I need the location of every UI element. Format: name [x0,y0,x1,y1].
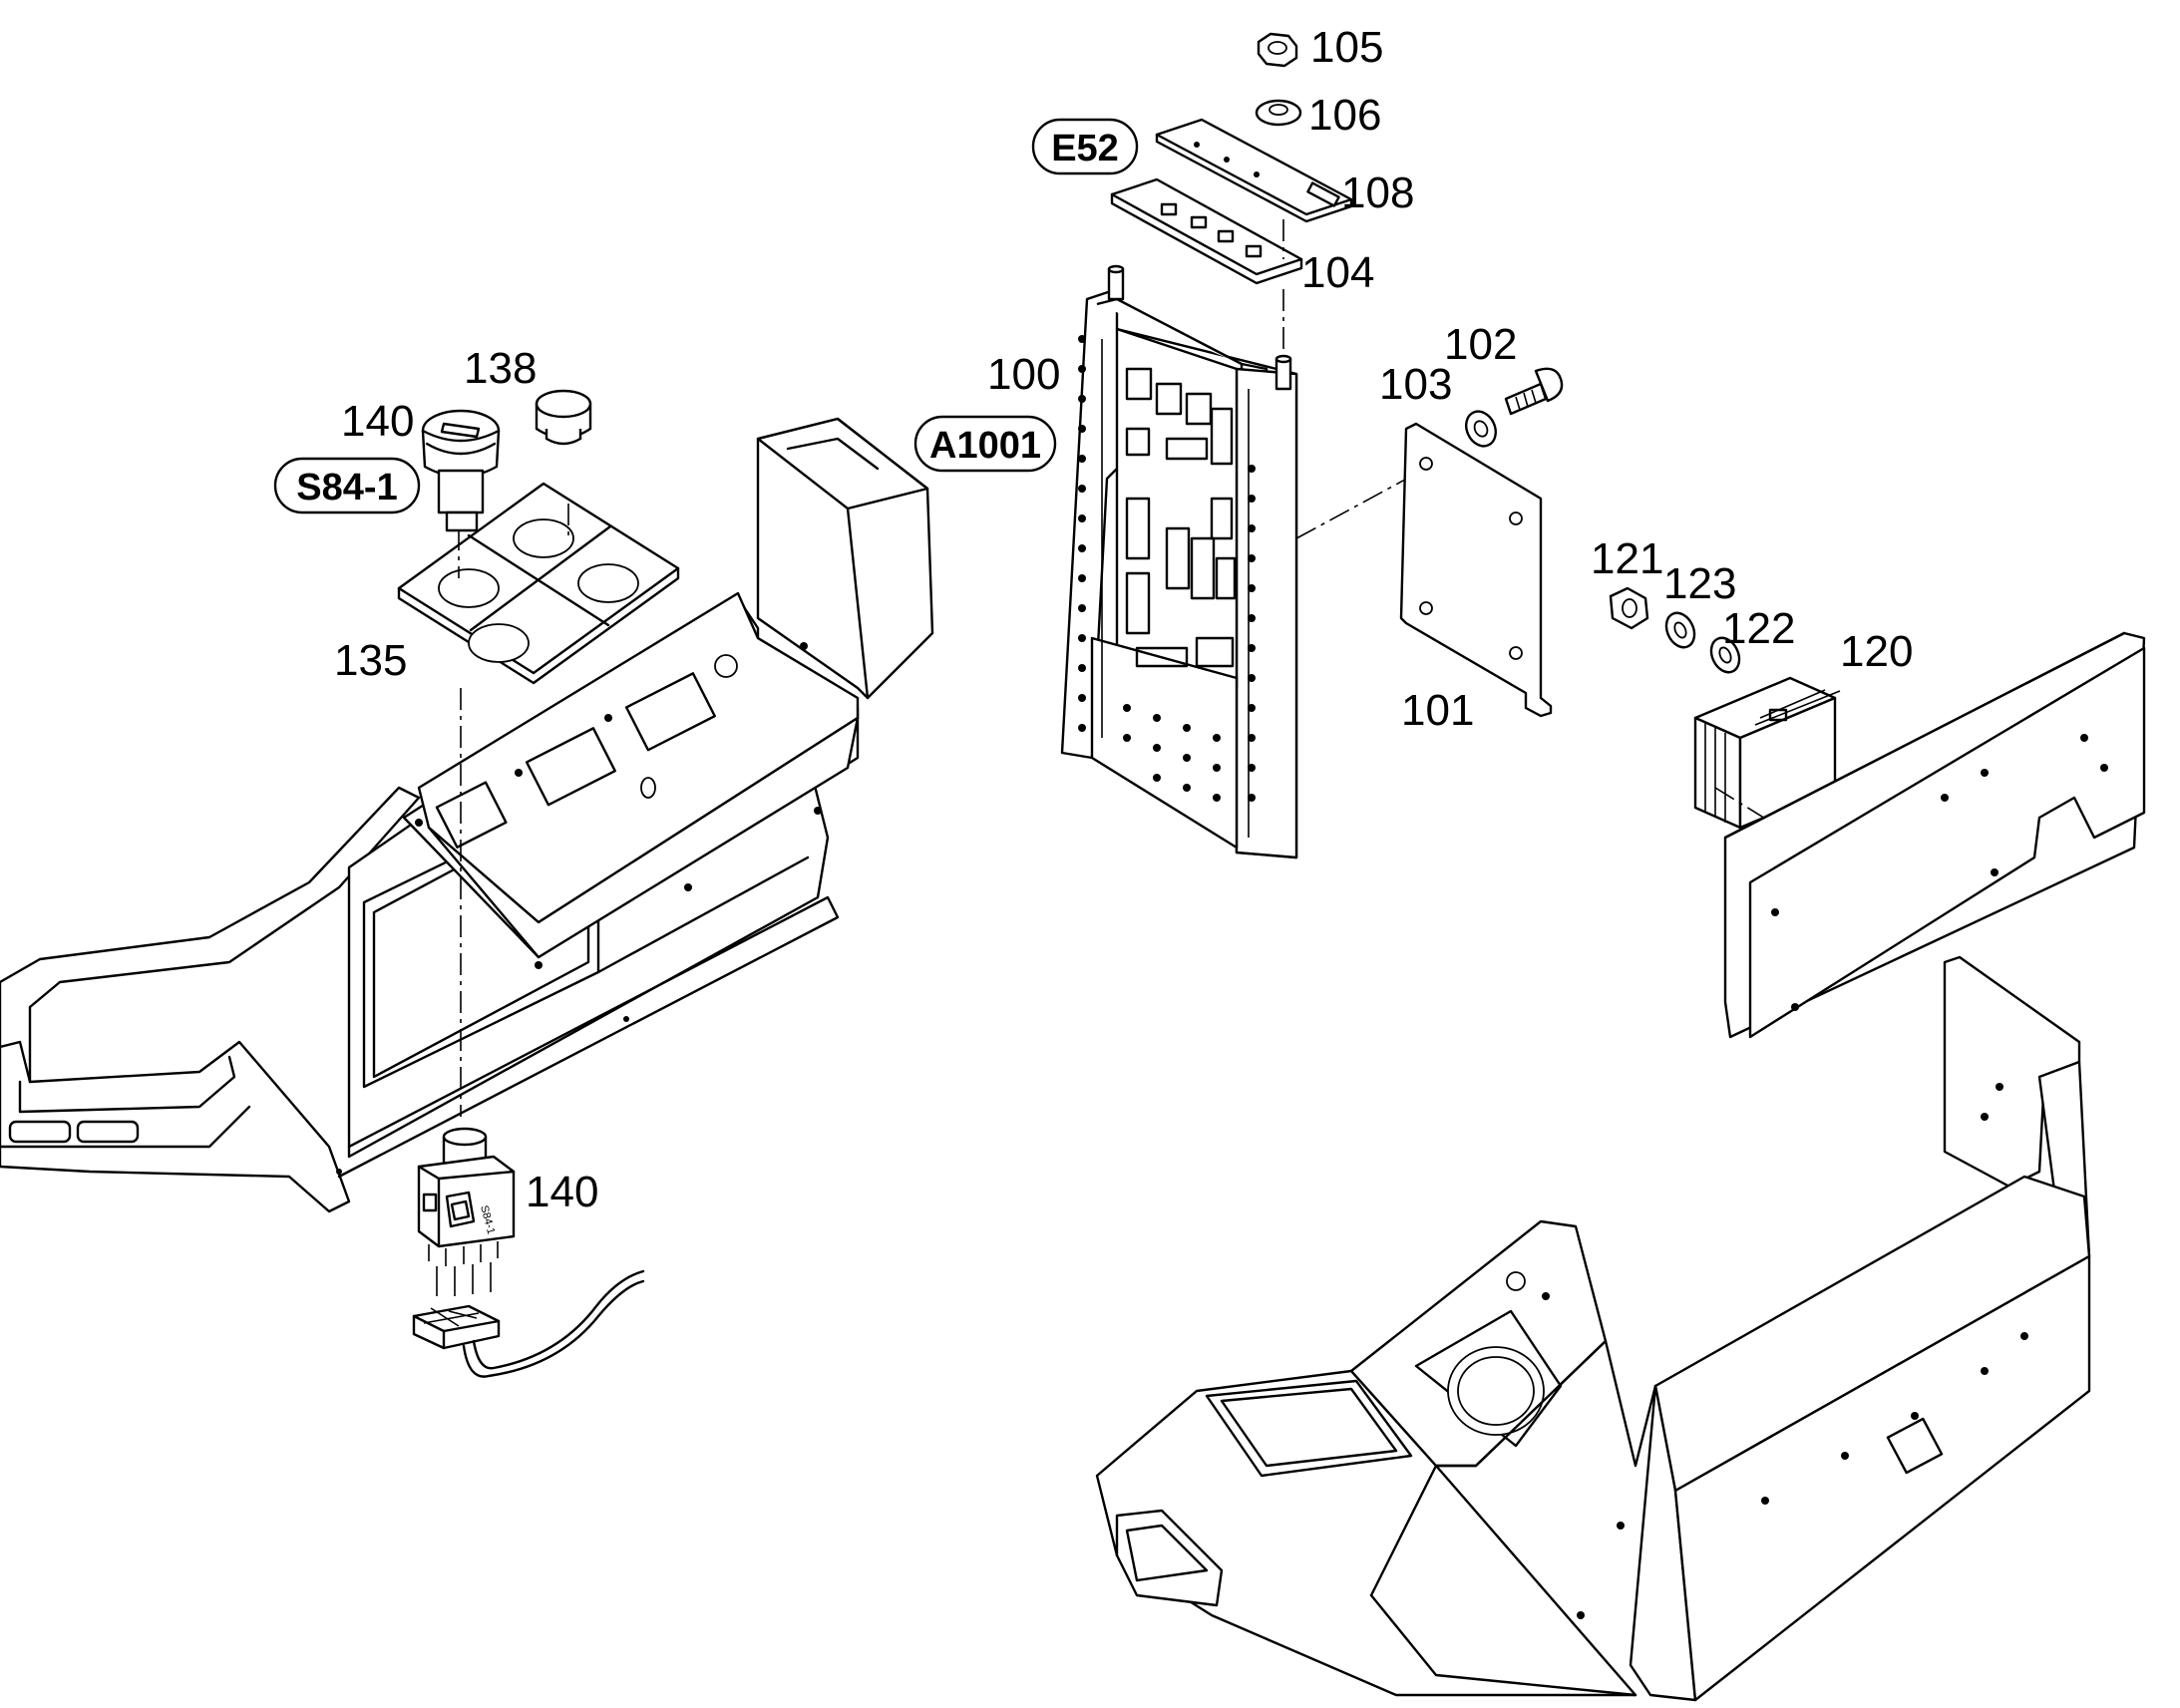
callout-101: 101 [1401,686,1474,735]
callout-100: 100 [987,350,1060,399]
side-panel [1723,631,2146,1039]
washer-123 [1664,611,1696,649]
screw-102 [1504,367,1564,416]
mounting-plate-101 [1399,422,1553,718]
callout-105: 105 [1310,23,1383,72]
callout-103: 103 [1379,360,1452,409]
reference-tags: E52 A1001 S84-1 [273,118,1139,514]
pcb-assembly-100 [1060,264,1417,859]
blank-cap-138 [535,389,592,446]
switch-panel-135 [397,482,680,685]
callout-140-bottom: 140 [526,1168,598,1216]
switch-body-140-bottom: S84-1 [412,688,645,1378]
nut-105 [1257,32,1298,68]
key-switch-140-top [421,409,501,532]
washer-106 [1255,99,1302,127]
callout-108: 108 [1341,169,1414,217]
tag-a1001: A1001 [929,425,1041,467]
tag-e52: E52 [1051,128,1119,170]
callout-labels: 105 106 108 104 100 102 103 101 121 123 … [334,23,1913,1216]
callout-138: 138 [464,344,537,393]
washer-103 [1465,410,1497,448]
display-board-108 [1155,118,1353,223]
tag-s84-1: S84-1 [296,467,397,509]
callout-102: 102 [1444,320,1517,369]
callout-123: 123 [1663,559,1736,608]
display-board-104 [1110,177,1303,285]
callout-104: 104 [1301,248,1374,297]
right-console-housing [1095,955,2091,1702]
left-console-housing [0,417,934,1213]
callout-106: 106 [1308,91,1381,140]
callout-135: 135 [334,636,407,685]
callout-120: 120 [1840,627,1913,676]
callout-122: 122 [1722,604,1795,653]
callout-140-top: 140 [341,397,414,446]
washer-122 [1709,636,1741,674]
callout-121: 121 [1591,534,1663,583]
nut-121 [1609,586,1649,630]
